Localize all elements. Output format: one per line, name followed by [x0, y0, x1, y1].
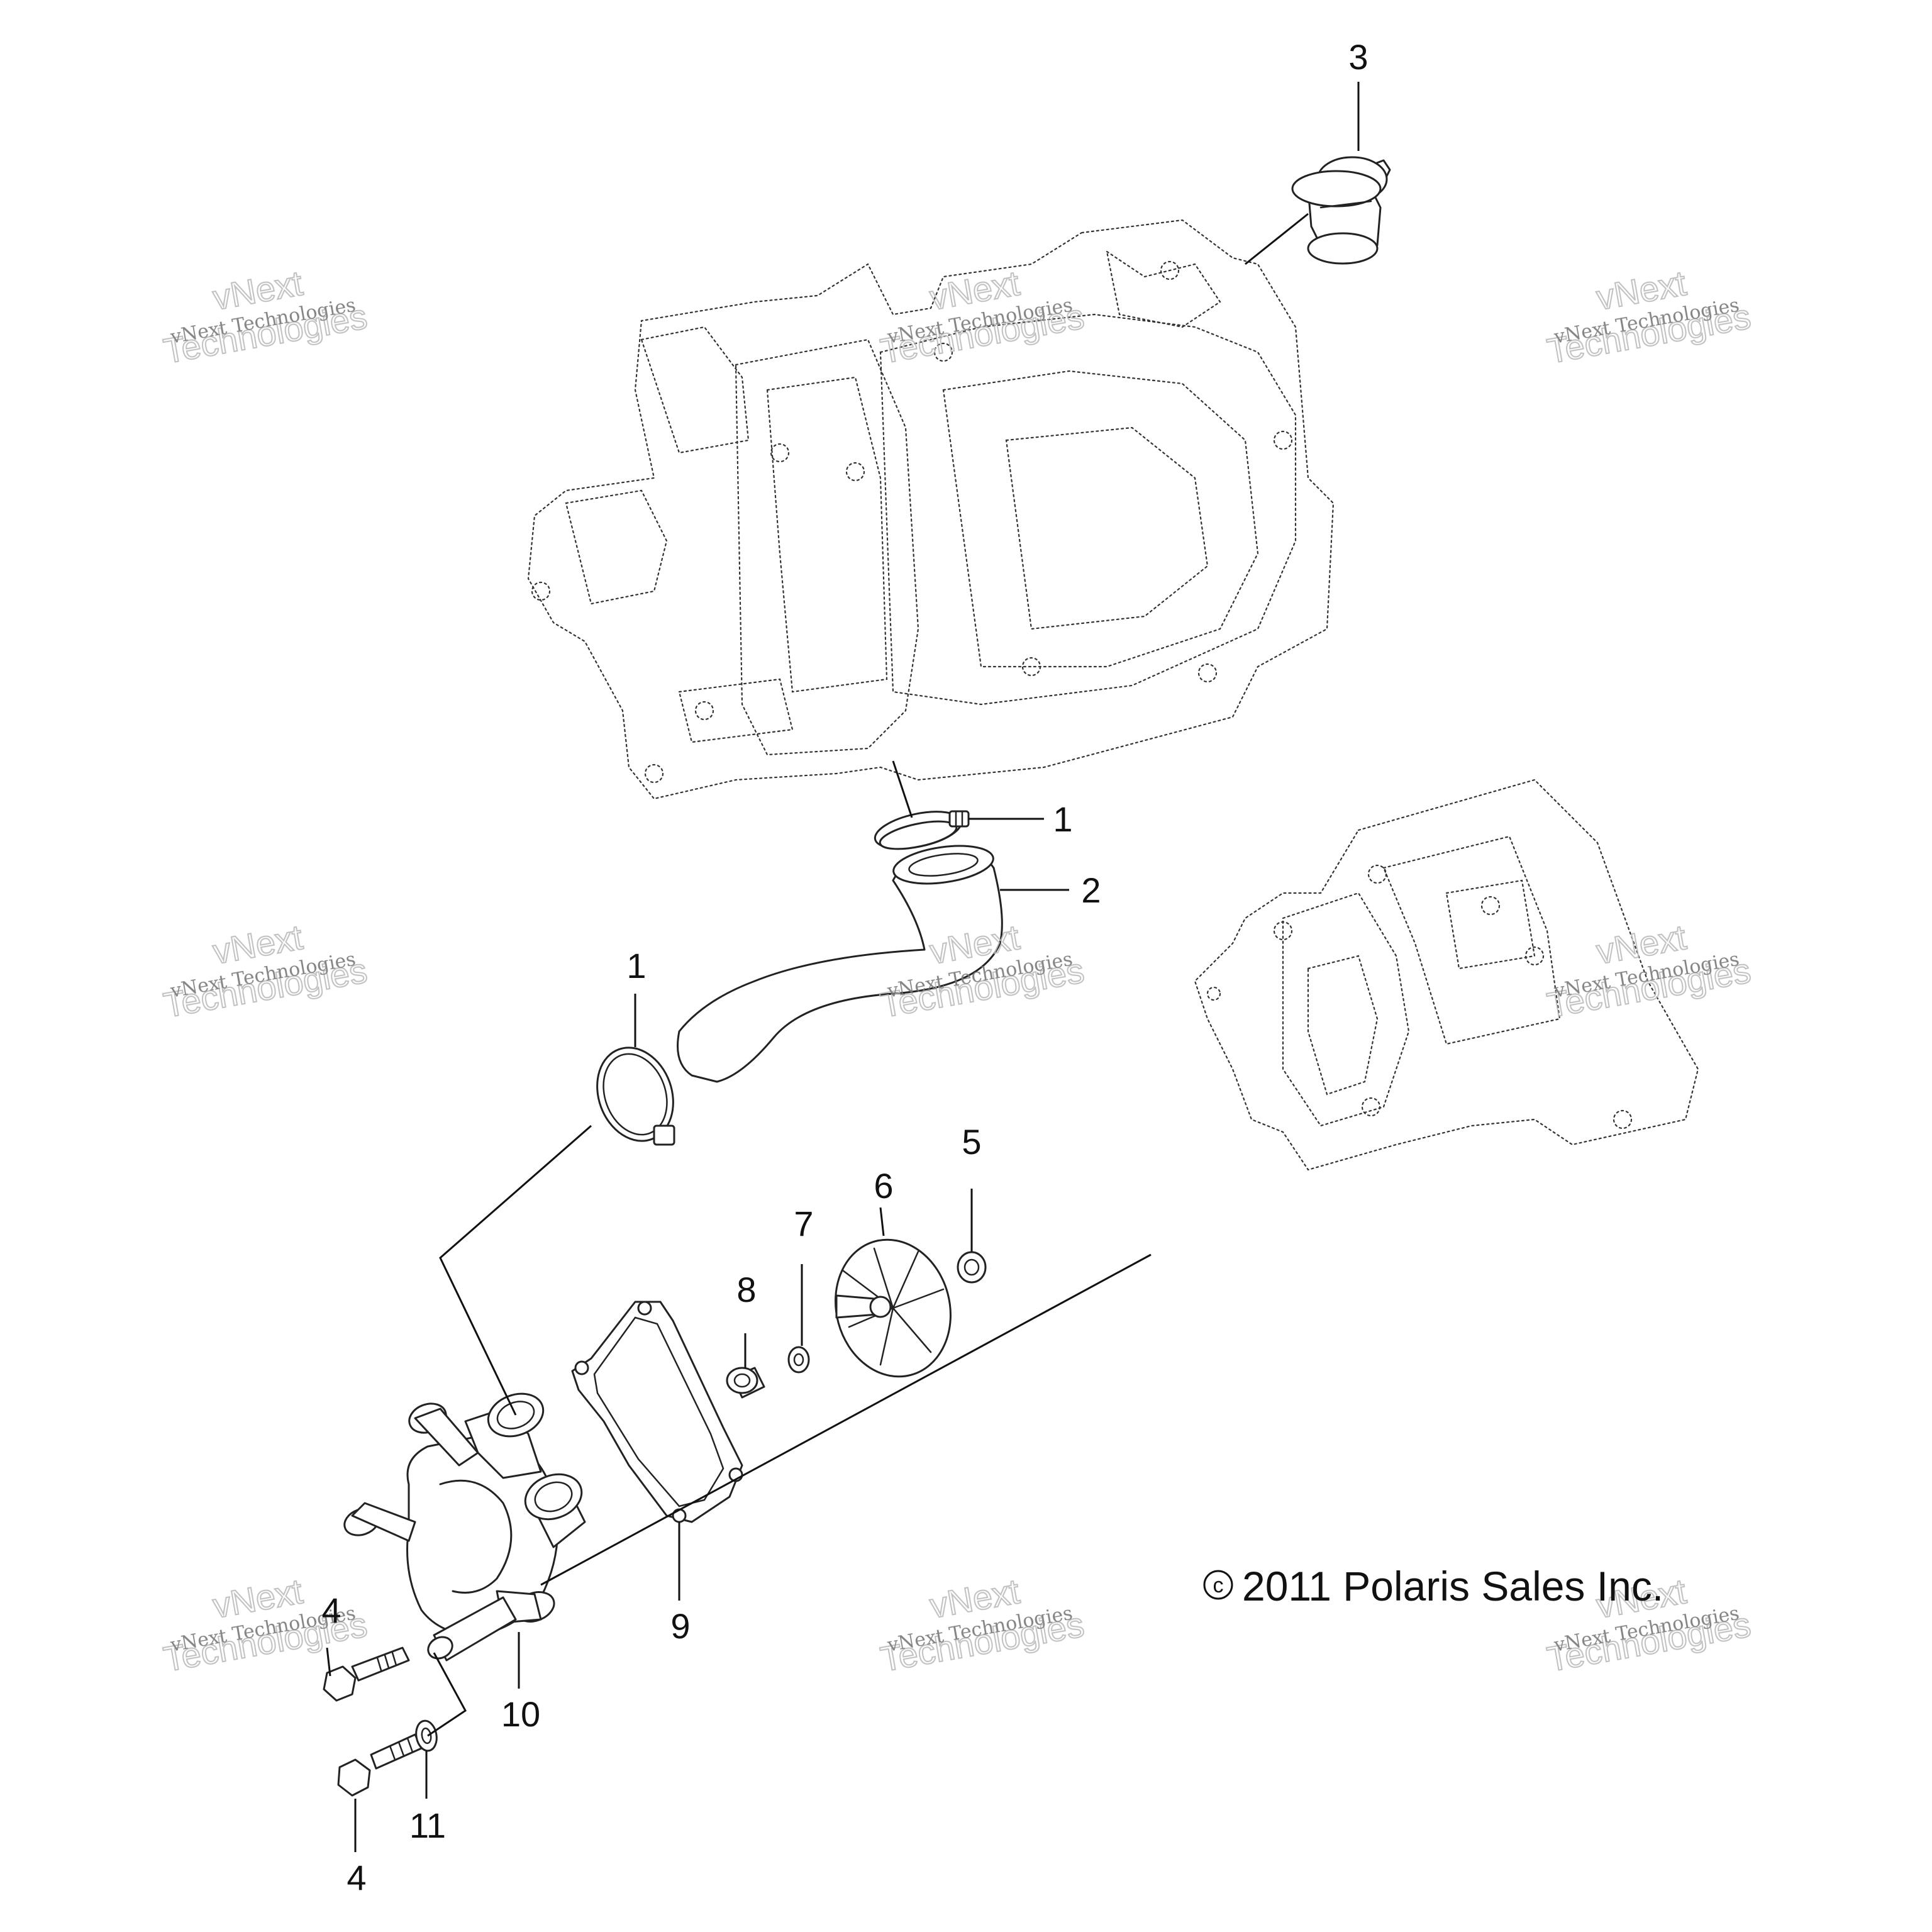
watermark-tile: vNext Technologies vNext Technologies — [160, 916, 370, 1026]
coolant-hose-icon — [677, 845, 1003, 1083]
seal-icon — [726, 1367, 765, 1399]
watermark-tile: vNext Technologies vNext Technologies — [160, 262, 370, 372]
callout-label: 5 — [962, 1122, 981, 1162]
hose-clamp-icon — [596, 1046, 675, 1146]
callout-label: 1 — [626, 946, 646, 985]
callout-label: 11 — [409, 1806, 446, 1845]
bolt-icon — [323, 1646, 410, 1702]
copyright-symbol: c — [1213, 1574, 1224, 1597]
callout-label: 6 — [874, 1166, 893, 1206]
impeller-icon — [835, 1238, 952, 1378]
crankcase-icon — [1194, 779, 1699, 1171]
callout-label: 1 — [1053, 799, 1072, 839]
watermark-tile: vNext Technologies vNext Technologies — [1543, 916, 1754, 1026]
callout-label: 4 — [321, 1591, 341, 1630]
copyright-text: 2011 Polaris Sales Inc. — [1242, 1563, 1663, 1609]
washer-icon — [415, 1719, 438, 1752]
callout-labels: 3 1 2 1 5 6 7 8 9 4 10 4 11 — [321, 37, 1368, 1897]
callout-label: 3 — [1348, 37, 1368, 77]
watermark-tile: vNext Technologies vNext Technologies — [877, 262, 1087, 372]
seal-icon — [957, 1251, 987, 1284]
bolt-icon — [337, 1733, 423, 1797]
copyright-circle — [1203, 1570, 1233, 1600]
callout-label: 4 — [347, 1858, 366, 1897]
callout-label: 7 — [794, 1204, 813, 1243]
callout-label: 9 — [670, 1606, 690, 1646]
callout-label: 10 — [501, 1694, 540, 1734]
callout-label: 8 — [736, 1270, 756, 1309]
copyright-notice: c 2011 Polaris Sales Inc. — [1203, 1563, 1663, 1609]
watermark-tile: vNext Technologies vNext Technologies — [1543, 262, 1754, 372]
callout-label: 2 — [1081, 870, 1101, 910]
leader-lines — [326, 82, 1360, 1852]
thermostat-icon — [1291, 156, 1391, 265]
water-pump-cover-icon — [343, 1392, 586, 1636]
washer-icon — [787, 1346, 810, 1374]
cylinder-head-icon — [527, 219, 1335, 800]
watermark-tile: vNext Technologies vNext Technologies — [877, 1570, 1087, 1680]
